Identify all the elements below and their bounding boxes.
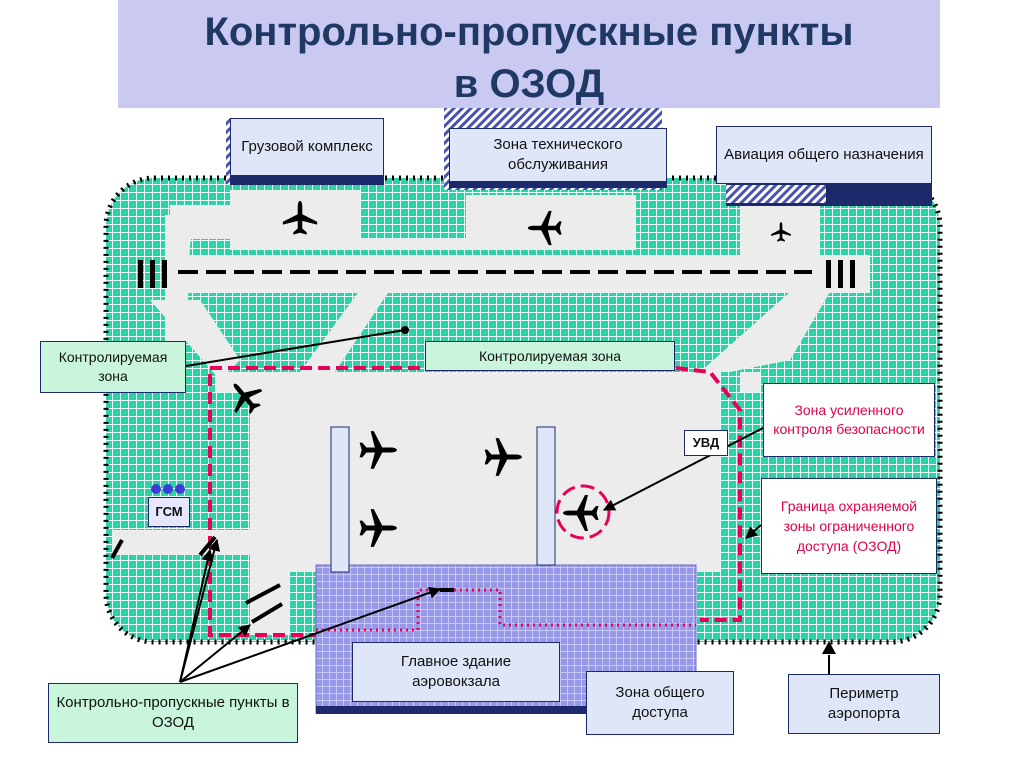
general-aviation-label: Авиация общего назначения <box>716 126 932 184</box>
restricted-zone-border <box>208 366 742 637</box>
runway-thresholds <box>138 260 855 288</box>
enhanced-control-label: Зона усиленного контроля безопасности <box>763 383 935 457</box>
controlled-zone-left-label: Контролируемая зона <box>40 341 186 393</box>
checkpoints-label: Контрольно-пропускные пункты в ОЗОД <box>48 683 298 743</box>
maintenance-label: Зона технического обслуживания <box>449 128 667 182</box>
title-band <box>118 0 940 108</box>
perimeter-marker <box>822 641 836 654</box>
gsm-label: ГСМ <box>148 497 190 527</box>
cargo-shadow <box>230 175 384 185</box>
terminal-label: Главное здание аэровокзала <box>352 642 560 702</box>
leader-dot <box>401 326 409 334</box>
pier-left <box>330 426 350 573</box>
uvd-label: УВД <box>684 430 728 456</box>
leader-lines <box>179 329 830 683</box>
enhanced-control-circle <box>555 484 611 540</box>
controlled-zone-center-label: Контролируемая зона <box>425 341 675 371</box>
title-line-2: в ОЗОД <box>453 62 605 106</box>
ga-hatch <box>726 185 826 203</box>
page-title: Контрольно-пропускные пункты в ОЗОД <box>118 6 940 110</box>
restricted-border-label: Граница охраняемой зоны ограниченного до… <box>761 478 937 574</box>
cargo-label: Грузовой комплекс <box>230 118 384 176</box>
maintenance-shadow <box>449 178 667 188</box>
perimeter-label: Периметр аэропорта <box>788 674 940 734</box>
pier-right <box>536 426 556 566</box>
public-zone-label: Зона общего доступа <box>586 671 734 735</box>
title-line-1: Контрольно-пропускные пункты <box>204 10 854 54</box>
public-zone-border <box>316 588 696 632</box>
terminal-building-shadow <box>316 706 586 714</box>
